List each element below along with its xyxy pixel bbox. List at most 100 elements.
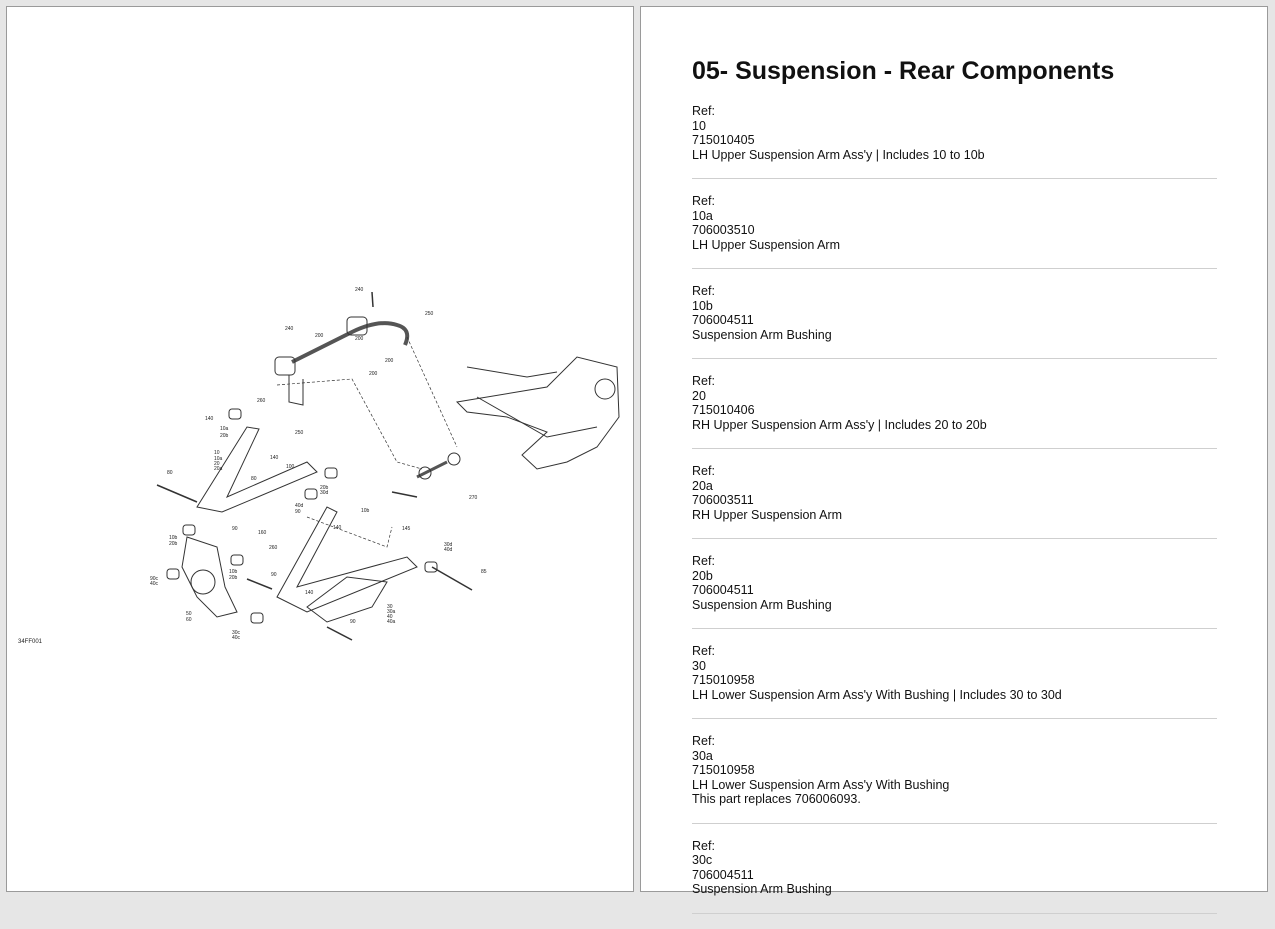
part-number: 715010405 [692,133,755,147]
bushing [230,554,244,566]
callout-label: 10 [214,450,220,456]
callout-label: 40 [387,614,393,620]
ref-number: 20 [692,388,706,403]
ref-number: 10a [692,208,713,223]
ref-label: Ref: [692,194,715,208]
hub [190,569,216,595]
part-description: LH Upper Suspension Arm Ass'y | Includes… [692,147,985,162]
part-number: 715010958 [692,763,755,777]
callout-label: 10a [220,426,229,432]
callout-label: 200 [355,336,364,342]
callout-label: 250 [425,311,434,317]
assembly-line [306,516,393,548]
part-description: LH Upper Suspension Arm [692,237,840,252]
callout-label: 250 [295,430,304,436]
bushing [424,561,438,573]
callout-label: 80 [167,470,173,476]
callout-label: 30c [232,630,241,636]
part-description: RH Upper Suspension Arm [692,507,843,522]
callout-label: 30a [387,609,396,615]
part-description: LH Lower Suspension Arm Ass'y With Bushi… [692,777,950,792]
callout-label: 240 [285,326,294,332]
bolt [431,566,473,591]
callout-label: 50 [186,611,192,617]
part-description: Suspension Arm Bushing [692,882,832,896]
ref-number: 10b [692,298,713,313]
callout-label: 90 [295,509,301,515]
lower-suspension-arm [306,576,388,623]
callout-label: 260 [257,398,266,404]
ref-number: 10 [692,118,706,133]
stabilizer-bushing [274,356,296,376]
callout-label: 20a [214,466,223,472]
bushing [250,612,264,624]
knuckle [181,536,238,618]
callout-label: 260 [269,545,278,551]
callout-label: 140 [270,455,279,461]
part-number: 706004511 [692,583,754,597]
assembled-hub [594,378,616,400]
callout-label: 90c [150,576,159,582]
callout-label: 270 [469,495,478,501]
callout-label: 30 [387,604,393,610]
assembled-suspension [476,396,598,438]
part-number: 706004511 [692,313,754,327]
lower-suspension-arm [276,506,418,613]
callout-label: 160 [258,530,267,536]
callout-label: 10b [229,569,238,575]
callout-label: 140 [305,590,314,596]
upper-suspension-arm [196,426,318,513]
assembly-line [276,378,423,470]
bushing [166,568,180,580]
ref-number: 30a [692,748,713,763]
part-description: Suspension Arm Bushing [692,327,832,342]
callout-label: 10b [361,508,370,514]
ref-number: 20a [692,478,713,493]
ref-number: 30 [692,658,706,673]
diagram-code: 34FF001 [18,639,43,645]
ref-label: Ref: [692,284,715,298]
ref-label: Ref: [692,374,715,388]
bolt [246,578,273,590]
ref-label: Ref: [692,554,715,568]
bolt [391,491,418,498]
ref-label: Ref: [692,838,715,853]
bushing [228,408,242,420]
part-number: 706003510 [692,223,755,237]
callout-label: 80 [251,476,257,482]
part-description: LH Lower Suspension Arm Ass'y With Bushi… [692,687,1062,702]
callout-label: 20b [220,433,229,439]
bolt [371,291,374,308]
ref-number: 30c [692,853,713,867]
page-title: 05- Suspension - Rear Components [692,57,1115,85]
callout-label: 40c [150,581,159,587]
callout-label: 20b [320,485,329,491]
callout-label: 90 [350,619,356,625]
callout-label: 145 [402,526,411,532]
callout-label: 200 [369,371,378,377]
bolt [156,484,198,503]
callout-label: 90 [271,572,277,578]
assembly-line [406,336,458,448]
bushing [182,524,196,536]
stabilizer-bar [291,321,410,364]
ref-label: Ref: [692,464,715,478]
callout-label: 20 [214,461,220,467]
callout-label: 40d [444,547,453,553]
callout-label: 100 [286,464,295,470]
link-end [447,452,461,466]
part-note: This part replaces 706006093. [692,792,861,806]
link-end [418,466,432,480]
callout-label: 140 [333,525,342,531]
callout-label: 30d [444,542,453,548]
